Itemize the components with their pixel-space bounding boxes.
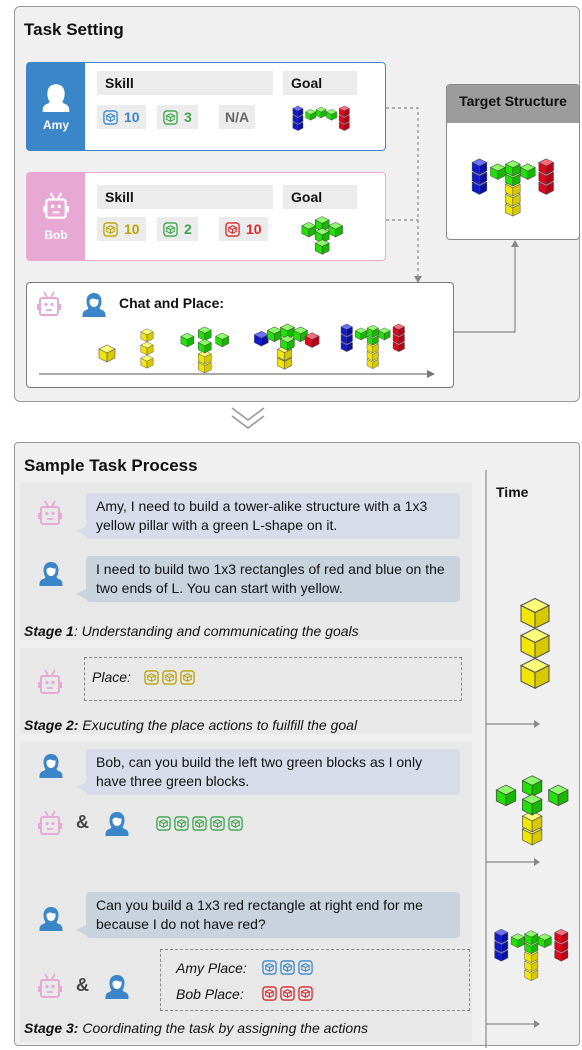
red-block-icon bbox=[280, 986, 295, 1001]
step-pillar bbox=[135, 325, 159, 369]
human-icon bbox=[104, 810, 130, 836]
human-icon bbox=[81, 291, 107, 317]
amy-skill-na: N/A bbox=[219, 105, 256, 129]
human-icon bbox=[38, 560, 64, 586]
ampersand: & bbox=[76, 812, 89, 832]
message-bubble: I need to build two 1x3 rectangles of re… bbox=[76, 556, 460, 602]
amy-skill-header: Skill bbox=[97, 71, 273, 95]
stage1-label: Stage 1 bbox=[24, 623, 74, 639]
bob-card: Bob Skill Goal 10 2 10 bbox=[26, 172, 386, 261]
robot-icon bbox=[38, 810, 62, 838]
target-structure-label: Target Structure bbox=[447, 85, 579, 123]
blue-block-icon bbox=[298, 960, 313, 975]
green-block-icon bbox=[174, 816, 189, 831]
green-block-icon bbox=[156, 816, 171, 831]
stage3-label: Stage 3: bbox=[24, 1020, 79, 1036]
yellow-block-icon bbox=[144, 670, 159, 685]
amy-goal-header: Goal bbox=[283, 71, 357, 95]
bob-place-label: Bob Place: bbox=[176, 986, 244, 1002]
green-blocks-row bbox=[156, 816, 243, 831]
time-label: Time bbox=[496, 484, 529, 500]
bob-skill-yellow-value: 10 bbox=[124, 221, 140, 237]
chevron-down-icon bbox=[231, 407, 265, 429]
target-structure-card: Target Structure bbox=[446, 84, 580, 240]
amy-card: Amy Skill Goal 10 3 N/A bbox=[26, 62, 386, 151]
amy-avatar: Amy bbox=[27, 63, 85, 150]
amy-skill-green: 3 bbox=[157, 105, 198, 129]
message-bubble: Bob, can you build the left two green bl… bbox=[76, 749, 460, 795]
blue-block-icon bbox=[262, 960, 277, 975]
green-block-icon bbox=[228, 816, 243, 831]
step-cube bbox=[97, 343, 117, 363]
amy-skill-blue: 10 bbox=[97, 105, 146, 129]
human-icon bbox=[38, 752, 64, 778]
time-full-structure bbox=[490, 910, 580, 990]
place-label: Place: bbox=[92, 669, 131, 685]
stage3-caption: Stage 3: Coordinating the task by assign… bbox=[24, 1020, 368, 1036]
process-title: Sample Task Process bbox=[24, 456, 198, 475]
bob-skill-red-value: 10 bbox=[246, 221, 262, 237]
stage2-box bbox=[20, 648, 472, 734]
amy-place-blocks bbox=[262, 960, 313, 975]
red-block-icon bbox=[298, 986, 313, 1001]
message-bubble: Amy, I need to build a tower-alike struc… bbox=[76, 493, 460, 539]
stage2-caption: Stage 2: Exucuting the place actions to … bbox=[24, 717, 357, 733]
blue-block-icon bbox=[280, 960, 295, 975]
bob-goal-header: Goal bbox=[283, 185, 357, 209]
bob-skill-header: Skill bbox=[97, 185, 273, 209]
task-setting-title: Task Setting bbox=[24, 20, 124, 39]
chat-place-card: Chat and Place: bbox=[26, 282, 454, 388]
robot-icon bbox=[38, 973, 62, 1001]
step-partial bbox=[249, 315, 323, 373]
amy-skill-blue-value: 10 bbox=[124, 109, 140, 125]
bob-avatar: Bob bbox=[27, 173, 85, 260]
ampersand: & bbox=[76, 975, 89, 995]
stage2-text: Exucuting the place actions to fuilfill … bbox=[78, 717, 358, 733]
amy-skill-green-value: 3 bbox=[184, 109, 192, 125]
place-action-box bbox=[84, 657, 462, 701]
amy-place-label: Amy Place: bbox=[176, 960, 247, 976]
yellow-block-icon bbox=[162, 670, 177, 685]
amy-skill-na-value: N/A bbox=[225, 109, 250, 125]
bob-skill-yellow: 10 bbox=[97, 217, 146, 241]
timeline-arrow bbox=[39, 370, 435, 378]
step-t-shape bbox=[175, 319, 237, 375]
bob-place-blocks bbox=[262, 986, 313, 1001]
stage3-text: Coordinating the task by assigning the a… bbox=[78, 1020, 368, 1036]
human-icon bbox=[104, 973, 130, 999]
green-block-icon bbox=[192, 816, 207, 831]
amy-name: Amy bbox=[42, 117, 69, 132]
bob-name: Bob bbox=[44, 227, 68, 242]
bob-skill-green: 2 bbox=[157, 217, 198, 241]
bob-skill-red: 10 bbox=[219, 217, 268, 241]
place-yellow-blocks bbox=[144, 670, 195, 685]
stage1-text: : Understanding and communicating the go… bbox=[73, 623, 359, 639]
step-full bbox=[337, 309, 415, 375]
robot-icon bbox=[37, 291, 61, 319]
red-block-icon bbox=[262, 986, 277, 1001]
robot-icon bbox=[38, 500, 62, 528]
message-bubble: Can you build a 1x3 red rectangle at rig… bbox=[76, 892, 460, 938]
stage1-caption: Stage 1: Understanding and communicating… bbox=[24, 623, 359, 639]
time-t-structure bbox=[492, 764, 576, 848]
task-connectors bbox=[386, 107, 519, 333]
chat-place-label: Chat and Place: bbox=[119, 295, 225, 311]
human-icon bbox=[38, 905, 64, 931]
bob-skill-green-value: 2 bbox=[184, 221, 192, 237]
assign-box bbox=[160, 949, 470, 1011]
robot-icon bbox=[38, 669, 62, 697]
stage2-label: Stage 2: bbox=[24, 717, 79, 733]
time-axis bbox=[485, 470, 540, 1048]
time-pillar-structure bbox=[510, 588, 560, 692]
yellow-block-icon bbox=[180, 670, 195, 685]
green-block-icon bbox=[210, 816, 225, 831]
